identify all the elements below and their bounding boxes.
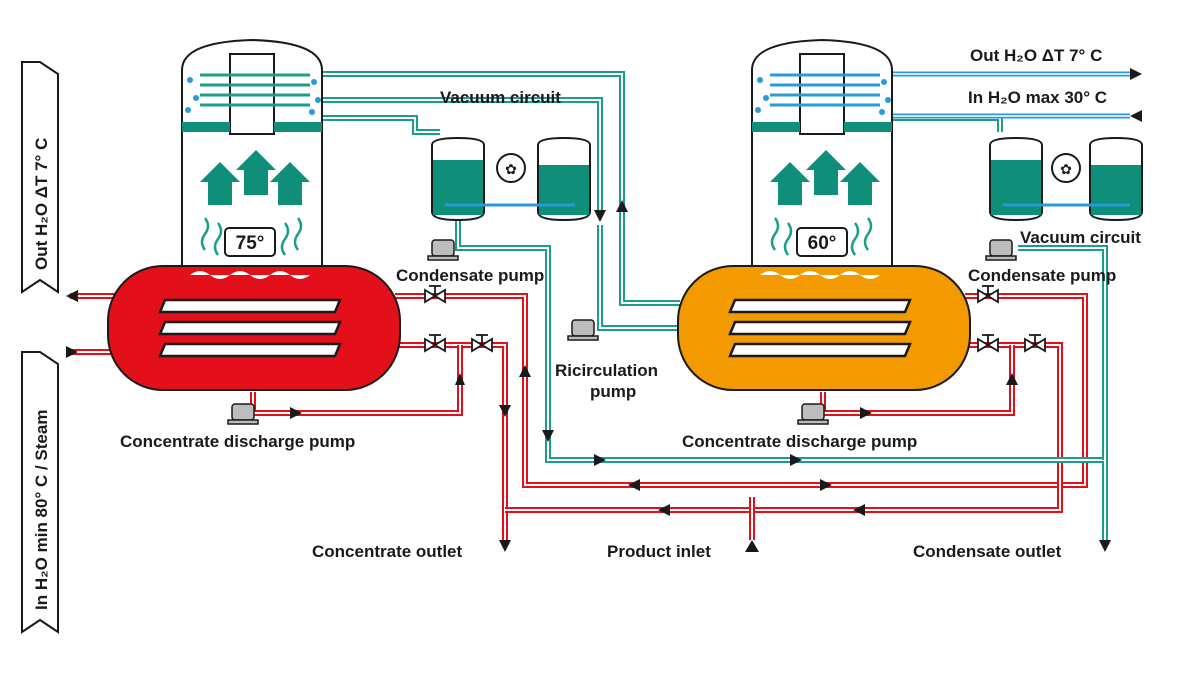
valve-icon [424,285,446,304]
stage-2-temperature: 60° [808,233,837,254]
condenser-coil-2 [770,73,880,107]
valve-icons [424,285,1046,353]
heating-tubes [158,298,342,358]
valve-icon [977,334,999,353]
svg-text:✿: ✿ [505,162,517,178]
left-inlet-banner: In H₂O min 80° C / Steam [21,351,59,634]
concentrate-pump-icon-2 [797,403,829,425]
temperature-badge-2 [796,227,848,257]
product-inlet-label: Product inlet [607,542,711,561]
heating-tubes-2 [728,298,912,358]
evaporator-stage-1: 75° [107,38,401,391]
valve-icon [471,334,493,353]
vacuum-pump-icon-2 [1051,153,1081,183]
vacuum-circuit-label-1: Vacuum circuit [440,88,561,107]
stage-1-temperature: 75° [236,233,265,254]
evaporator-stage-2: 60° [677,38,971,391]
vacuum-circuit-2: ✿ [989,136,1143,222]
left-outlet-banner: Out H₂O ΔT 7° C [21,61,59,294]
right-in-water-label: In H₂O max 30° C [968,88,1107,107]
vacuum-circuit-1: ✿ [431,136,591,222]
condenser-coil-1 [200,73,310,107]
vapor-arrows-2 [770,150,880,205]
condensate-pump-label-2: Condensate pump [968,266,1116,285]
droplet-icons [185,77,321,115]
pump-icons [227,239,1017,425]
vacuum-circuit-label-2: Vacuum circuit [1020,228,1141,247]
recirculation-pump-icon [567,319,599,341]
condensate-outlet-label: Condensate outlet [913,542,1062,561]
labels: Out H₂O ΔT 7° C In H₂O max 30° C Vacuum … [120,46,1141,561]
steam-wisps-2 [770,217,873,256]
steam-wisps [200,217,303,256]
flow-arrows [66,200,1111,552]
svg-text:✿: ✿ [1060,162,1072,178]
condensate-pump-icon [427,239,459,261]
temperature-badge [224,227,276,257]
valve-icon [424,334,446,353]
concentrate-pump-icon [227,403,259,425]
condensate-pump-label-1: Condensate pump [396,266,544,285]
recirculation-pump-label-1: Ricirculation [555,361,658,380]
concentrate-outlet-label: Concentrate outlet [312,542,463,561]
left-inlet-label: In H₂O min 80° C / Steam [32,410,51,610]
concentrate-discharge-pump-label-2: Concentrate discharge pump [682,432,917,451]
right-out-water-label: Out H₂O ΔT 7° C [970,46,1102,65]
recirculation-pump-label-2: pump [590,382,636,401]
vacuum-pump-icon [496,153,526,183]
condensate-pump-icon-2 [985,239,1017,261]
concentrate-discharge-pump-label-1: Concentrate discharge pump [120,432,355,451]
valve-icon [977,285,999,304]
droplet-icons-2 [755,77,891,115]
vapor-arrows [200,150,310,205]
left-outlet-label: Out H₂O ΔT 7° C [32,138,51,270]
cooling-water-lines [890,68,1142,122]
valve-icon [1024,334,1046,353]
